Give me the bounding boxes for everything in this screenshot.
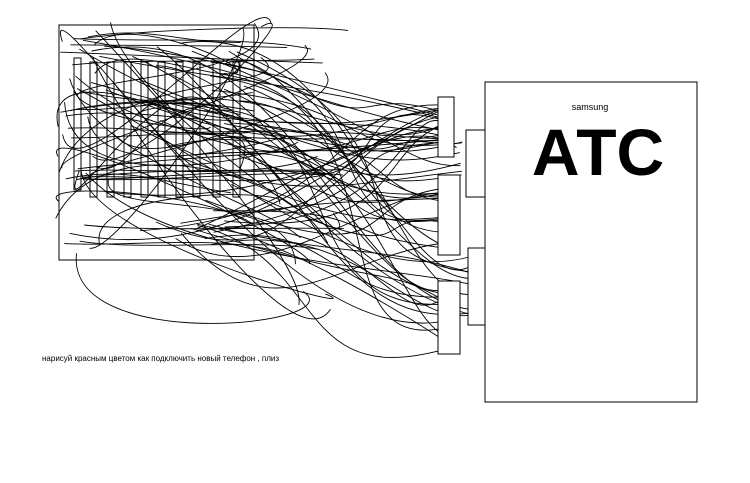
exchange-title: АТС bbox=[532, 115, 664, 189]
wire bbox=[61, 45, 308, 169]
wire bbox=[155, 127, 445, 241]
wire bbox=[96, 105, 202, 170]
wire bbox=[58, 57, 269, 173]
wire bbox=[69, 101, 255, 112]
wire bbox=[79, 240, 319, 250]
wire bbox=[149, 102, 458, 199]
wire bbox=[76, 253, 310, 324]
exchange-brand: samsung bbox=[572, 102, 609, 112]
wire bbox=[81, 172, 344, 181]
wire bbox=[223, 61, 443, 246]
wire bbox=[132, 56, 473, 315]
wire bbox=[69, 108, 443, 240]
wire bbox=[75, 102, 233, 111]
wire bbox=[89, 27, 245, 249]
wire bbox=[228, 51, 443, 113]
wire bbox=[137, 107, 443, 294]
wire bbox=[74, 156, 318, 172]
wire bbox=[113, 133, 246, 173]
wire bbox=[62, 17, 272, 149]
wire bbox=[79, 27, 349, 40]
wire bbox=[94, 34, 239, 75]
wire bbox=[81, 172, 331, 182]
wire bbox=[198, 109, 461, 176]
wire bbox=[110, 22, 341, 229]
wire bbox=[220, 73, 446, 331]
wire bbox=[71, 133, 250, 140]
wire bbox=[196, 152, 442, 222]
connector-block bbox=[437, 96, 455, 158]
wire bbox=[72, 38, 312, 50]
wire bbox=[70, 44, 288, 49]
wire bbox=[92, 57, 331, 320]
wire bbox=[233, 122, 445, 202]
wire bbox=[76, 169, 344, 180]
wire bbox=[104, 45, 444, 117]
wire bbox=[76, 88, 472, 263]
wire bbox=[82, 39, 445, 132]
wire bbox=[80, 169, 334, 299]
wire bbox=[84, 224, 344, 230]
wire bbox=[210, 75, 441, 233]
wire bbox=[238, 100, 463, 153]
connector-block bbox=[437, 174, 461, 256]
wire bbox=[236, 51, 471, 273]
wire bbox=[243, 128, 445, 336]
wire bbox=[83, 170, 333, 180]
wire bbox=[156, 65, 441, 291]
wire bbox=[167, 139, 475, 280]
wire bbox=[87, 32, 241, 43]
wire bbox=[139, 104, 446, 232]
wire bbox=[64, 241, 293, 257]
connector-block bbox=[465, 129, 486, 198]
wire bbox=[204, 234, 444, 298]
wire bbox=[231, 184, 445, 237]
wire bbox=[160, 120, 444, 153]
wire bbox=[65, 173, 232, 194]
wire bbox=[65, 112, 232, 121]
tangled-wires bbox=[55, 17, 476, 358]
wire bbox=[223, 123, 442, 150]
wire bbox=[156, 46, 472, 316]
connector-block bbox=[467, 247, 486, 326]
connector-blocks bbox=[437, 96, 486, 355]
wire bbox=[60, 102, 241, 116]
wire bbox=[92, 23, 273, 161]
wire bbox=[72, 58, 315, 66]
wire bbox=[95, 30, 300, 305]
connector-block bbox=[437, 280, 461, 355]
wire bbox=[224, 120, 446, 228]
wire bbox=[67, 127, 249, 134]
wire bbox=[79, 90, 253, 102]
wire bbox=[55, 190, 252, 224]
wire bbox=[60, 30, 209, 173]
wire bbox=[211, 89, 462, 146]
wire bbox=[181, 233, 441, 289]
wire bbox=[90, 82, 444, 125]
telephone-exchange: samsung АТС bbox=[484, 81, 698, 403]
wire bbox=[60, 51, 323, 64]
wire bbox=[236, 114, 444, 175]
wire bbox=[56, 147, 310, 265]
wire bbox=[79, 48, 442, 142]
request-caption: нарисуй красным цветом как подключить но… bbox=[42, 354, 280, 363]
wire bbox=[91, 46, 471, 310]
wire bbox=[76, 23, 259, 97]
